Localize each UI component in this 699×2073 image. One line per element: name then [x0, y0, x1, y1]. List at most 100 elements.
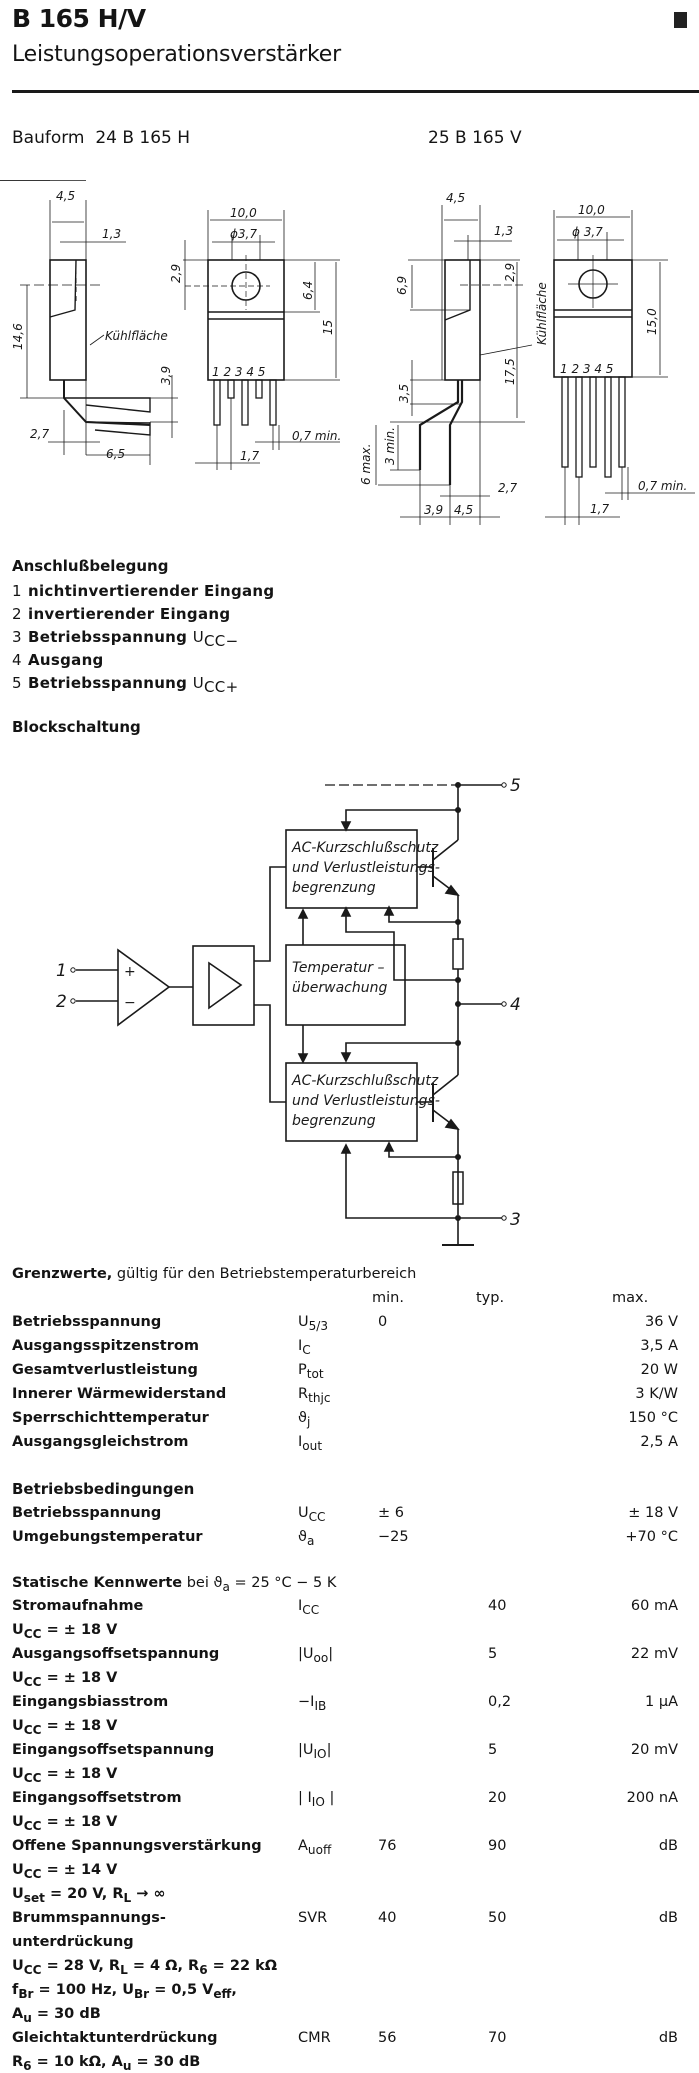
value-typ: 90 — [488, 1838, 507, 1854]
dim-6-5: 6,5 — [106, 447, 125, 461]
page-subtitle: Leistungsoperationsverstärker — [12, 42, 341, 67]
param-name-cont: unterdrückung — [12, 1934, 134, 1950]
dim-6-4: 6,4 — [301, 281, 315, 300]
param-name: Stromaufnahme — [12, 1598, 144, 1614]
param-name: Umgebungstemperatur — [12, 1529, 203, 1545]
dim-1-7: 1,7 — [240, 449, 259, 463]
variant-h: 24 B 165 H — [95, 128, 191, 148]
value-typ: 70 — [488, 2030, 507, 2046]
dim-2-9-v: 2,9 — [503, 263, 517, 282]
header-rule — [12, 90, 699, 93]
dim-4-5-v: 4,5 — [446, 191, 465, 205]
front-view-v — [545, 210, 695, 525]
condition: Au = 30 dB — [12, 2006, 101, 2025]
package-drawing-v: 4,5 1,3 6,9 2,9 Kühlfläche 17,5 3,5 6 ma… — [359, 191, 695, 525]
value-max: 60 mA — [630, 1598, 678, 1614]
buffer-triangle — [208, 961, 243, 1010]
value-typ: 50 — [488, 1910, 507, 1926]
param-name: Gleichtaktunterdrückung — [12, 2030, 218, 2046]
col-max: max. — [612, 1290, 649, 1306]
dim-6-max: 6 max. — [359, 444, 373, 485]
param-name: Gesamtverlustleistung — [12, 1362, 198, 1378]
param-name: Brummspannungs- — [12, 1910, 166, 1926]
condition: UCC = ± 18 V — [12, 1622, 118, 1641]
terminal-3: 3 — [510, 1210, 521, 1230]
table-row: Gesamtverlustleistung Ptot 20 W — [12, 1362, 692, 1382]
value-max: 2,5 A — [640, 1434, 678, 1450]
condition: Uset = 20 V, RL → ∞ — [12, 1886, 166, 1905]
value-min: −25 — [378, 1529, 409, 1545]
param-name: Eingangsbiasstrom — [12, 1694, 169, 1710]
value-max: 200 nA — [626, 1790, 678, 1806]
param-name: Betriebsspannung — [12, 1505, 162, 1521]
condition: UCC = 28 V, RL = 4 Ω, R6 = 22 kΩ — [12, 1958, 278, 1977]
dim-3-9: 3,9 — [159, 366, 173, 385]
symbol: −IIB — [298, 1694, 327, 1713]
dim-15-0: 15,0 — [645, 308, 659, 335]
value-max: 20 W — [640, 1362, 678, 1378]
side-view-v — [375, 205, 533, 525]
symbol: ICC — [298, 1598, 320, 1617]
value-typ: 5 — [488, 1742, 498, 1758]
value-min: 40 — [378, 1910, 397, 1926]
opamp-minus: − — [124, 995, 136, 1011]
pin-numbers-v: 1 2 3 4 5 — [560, 362, 613, 376]
param-name: Betriebsspannung — [12, 1314, 162, 1330]
col-min: min. — [372, 1290, 404, 1306]
package-drawing-h: 4,5 1,3 14,6 Kühlfläche 3,9 2,7 6,5 — [0, 180, 341, 470]
package-label: Bauform 24 B 165 H — [12, 128, 190, 148]
static-heading: Statische Kennwerte bei ϑa = 25 °C − 5 K — [12, 1575, 337, 1594]
value-max: +70 °C — [625, 1529, 678, 1545]
temp-text: überwachung — [292, 980, 387, 996]
symbol: Rthjc — [298, 1386, 331, 1405]
terminal-5: 5 — [510, 776, 521, 796]
terminal-1: 1 — [56, 961, 67, 981]
param-name: Eingangsoffsetstrom — [12, 1790, 182, 1806]
dim-3-9-v: 3,9 — [424, 503, 443, 517]
opamp-triangle — [117, 948, 171, 1027]
dim-15: 15 — [321, 320, 335, 335]
condition: fBr = 100 Hz, UBr = 0,5 Veff, — [12, 1982, 237, 2001]
protection-text: AC-Kurzschlußschutz — [291, 840, 439, 856]
dim-17-5: 17,5 — [503, 358, 517, 385]
symbol: Auoff — [298, 1838, 332, 1857]
dim-6-9: 6,9 — [395, 276, 409, 295]
dim-1-3-v: 1,3 — [494, 224, 513, 238]
temp-text: Temperatur – — [292, 960, 384, 976]
condition: R6 = 10 kΩ, Au = 30 dB — [12, 2054, 201, 2073]
pin-numbers: 1 2 3 4 5 — [212, 365, 265, 379]
operating-heading: Betriebsbedingungen — [12, 1480, 195, 1498]
page-title: B 165 H/V — [12, 4, 146, 33]
value-max: dB — [658, 1838, 678, 1854]
value-max: 20 mV — [630, 1742, 678, 1758]
value-max: 22 mV — [630, 1646, 678, 1662]
variant-v: 25 B 165 V — [428, 128, 522, 148]
value-max: 3,5 A — [640, 1338, 678, 1354]
pinout-heading: Anschlußbelegung — [12, 557, 169, 575]
bauform-label: Bauform — [12, 128, 85, 148]
dim-4-5: 4,5 — [56, 189, 75, 203]
dim-2-7-v: 2,7 — [498, 481, 517, 495]
value-min: 56 — [378, 2030, 397, 2046]
dim-0-7-min: 0,7 min. — [292, 429, 341, 443]
symbol: SVR — [298, 1910, 328, 1926]
value-max: 150 °C — [628, 1410, 678, 1426]
param-name: Ausgangsspitzenstrom — [12, 1338, 199, 1354]
protection-block-upper — [285, 829, 418, 909]
value-min: 76 — [378, 1838, 397, 1854]
dim-1-7-v: 1,7 — [590, 502, 609, 516]
condition: UCC = ± 14 V — [12, 1862, 118, 1881]
dim-3-min: 3 min. — [383, 427, 397, 465]
opamp-plus: + — [124, 964, 136, 980]
symbol: Ptot — [298, 1362, 324, 1381]
protection-text: und Verlustleistungs- — [292, 1093, 440, 1109]
symbol: | IIO | — [298, 1790, 335, 1809]
